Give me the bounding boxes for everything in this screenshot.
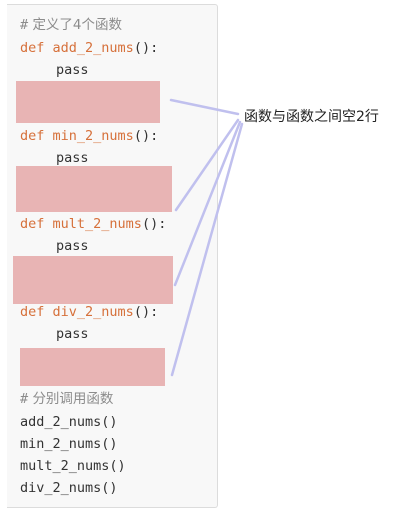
function-name: add_2_nums bbox=[52, 40, 134, 56]
code-line-def-mult: def mult_2_nums(): bbox=[20, 215, 166, 233]
code-line-def-min: def min_2_nums(): bbox=[20, 127, 158, 145]
code-line-pass: pass bbox=[56, 238, 89, 254]
code-line-pass: pass bbox=[56, 150, 89, 166]
blank-lines-highlight bbox=[13, 256, 173, 304]
code-line-def-add: def add_2_nums(): bbox=[20, 39, 158, 57]
comment-hash: # bbox=[20, 391, 29, 407]
code-line-call-add: add_2_nums() bbox=[20, 414, 118, 430]
function-name: div_2_nums bbox=[52, 304, 134, 320]
keyword-def: def bbox=[20, 304, 45, 320]
function-parens: (): bbox=[141, 216, 167, 232]
keyword-def: def bbox=[20, 128, 45, 144]
comment-hash: # bbox=[20, 17, 29, 33]
code-comment-define: # 定义了4个函数 bbox=[20, 16, 122, 34]
code-line-pass: pass bbox=[56, 326, 89, 342]
function-parens: (): bbox=[133, 40, 159, 56]
function-parens: (): bbox=[133, 304, 159, 320]
code-line-call-mult: mult_2_nums() bbox=[20, 458, 126, 474]
blank-lines-highlight bbox=[20, 348, 165, 386]
comment-text: 定义了4个函数 bbox=[32, 17, 123, 33]
blank-lines-highlight bbox=[16, 81, 160, 123]
code-line-call-div: div_2_nums() bbox=[20, 480, 118, 496]
keyword-def: def bbox=[20, 216, 45, 232]
annotation-label: 函数与函数之间空2行 bbox=[244, 109, 379, 125]
function-name: min_2_nums bbox=[52, 128, 134, 144]
code-line-call-min: min_2_nums() bbox=[20, 436, 118, 452]
keyword-def: def bbox=[20, 40, 45, 56]
comment-text: 分别调用函数 bbox=[32, 391, 114, 407]
function-name: mult_2_nums bbox=[52, 216, 142, 232]
blank-lines-highlight bbox=[16, 166, 172, 212]
code-comment-call: # 分别调用函数 bbox=[20, 390, 113, 408]
code-line-def-div: def div_2_nums(): bbox=[20, 303, 158, 321]
function-parens: (): bbox=[133, 128, 159, 144]
code-line-pass: pass bbox=[56, 62, 89, 78]
